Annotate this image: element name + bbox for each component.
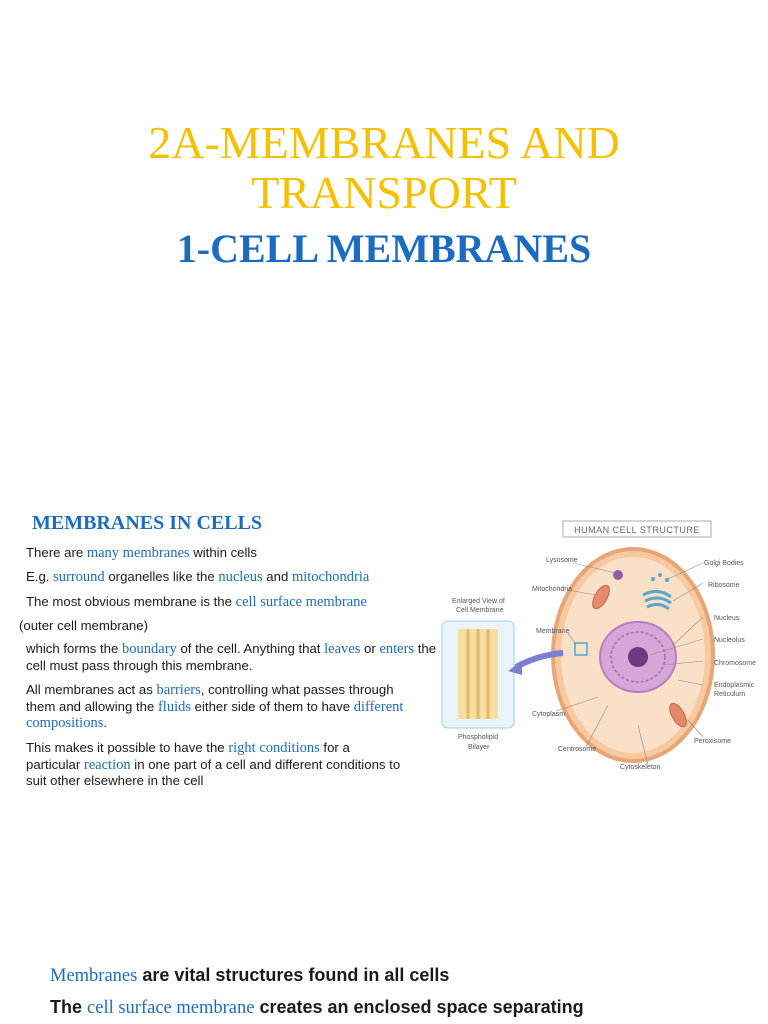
highlight-term: many membranes [86,545,190,561]
label-nucleus: Nucleus [714,615,740,622]
nucleolus [628,647,648,667]
mitochondria [592,584,610,610]
label-golgi: Golgi Bodies [704,560,744,567]
golgi-bodies [642,590,672,611]
highlight-term: leaves [324,641,361,657]
paragraph-4: (outer cell membrane) [19,618,148,633]
paragraph-6: All membranes act as barriers, controlli… [26,682,404,732]
label-ribosome: Ribosome [708,582,740,589]
highlight-term: cell surface membrane [235,594,367,610]
highlight-term: fluids [157,698,191,715]
label-lysosome: Lysosome [546,557,578,564]
label-membrane: Membrane [536,628,570,635]
label-er-line1: Endoplasmic [714,682,755,689]
highlight-term: surround [53,569,105,585]
label-enlarged-line1: Enlarged View of [452,598,505,605]
bottom-line-1: Membranes are vital structures found in … [50,965,450,986]
lysosome [613,570,623,580]
highlight-term: different compositions [26,698,404,732]
highlight-term: enters [379,641,415,657]
highlight-term: reaction [83,756,131,773]
paragraph-1: There are many membranes within cells [26,545,257,561]
label-cytoskeleton: Cytoskeleton [620,764,661,771]
paragraph-5: which forms the boundary of the cell. An… [26,641,437,673]
diagram-title-box [562,520,712,538]
label-chromosome: Chromosome [714,660,756,667]
label-centrosome: Centrosome [558,746,596,753]
subtitle: 1-CELL MEMBRANES [176,226,592,271]
paragraph-3: The most obvious membrane is the cell su… [26,594,367,610]
label-er-line2: Reticulum [714,691,745,698]
highlight-term: boundary [122,641,177,657]
highlight-term: cell surface membrane [87,998,255,1018]
main-title-line2: TRANSPORT [251,167,517,218]
highlight-term: Membranes [50,966,138,986]
paragraph-7: This makes it possible to have the right… [26,740,401,788]
label-enlarged-line2: Cell Membrane [456,607,504,614]
main-title-line1: 2A-MEMBRANES AND [148,117,620,168]
main-title: 2A-MEMBRANES AND TRANSPORT [0,118,768,218]
diagram-title: HUMAN CELL STRUCTURE [574,525,700,535]
label-mitochondria: Mitochondria [532,586,572,593]
human-cell-diagram: HUMAN CELL STRUCTURE Lysosome M [441,520,756,771]
label-bilayer-line2: Bilayer [468,744,490,751]
label-peroxisome: Peroxisome [694,738,731,745]
label-bilayer-line1: Phospholipid [458,734,498,741]
section-heading: MEMBRANES IN CELLS [32,512,263,534]
paragraph-2: E.g. surround organelles like the nucleu… [26,569,370,585]
label-nucleolus: Nucleolus [714,637,745,644]
bottom-line-2: The cell surface membrane creates an enc… [50,997,584,1018]
highlight-term: barriers [156,682,201,698]
highlight-term: right conditions [228,740,320,756]
highlight-term: mitochondria [291,569,370,585]
highlight-term: nucleus [218,569,263,585]
label-cytoplasm: Cytoplasm [532,711,565,718]
mitochondria [669,702,687,728]
